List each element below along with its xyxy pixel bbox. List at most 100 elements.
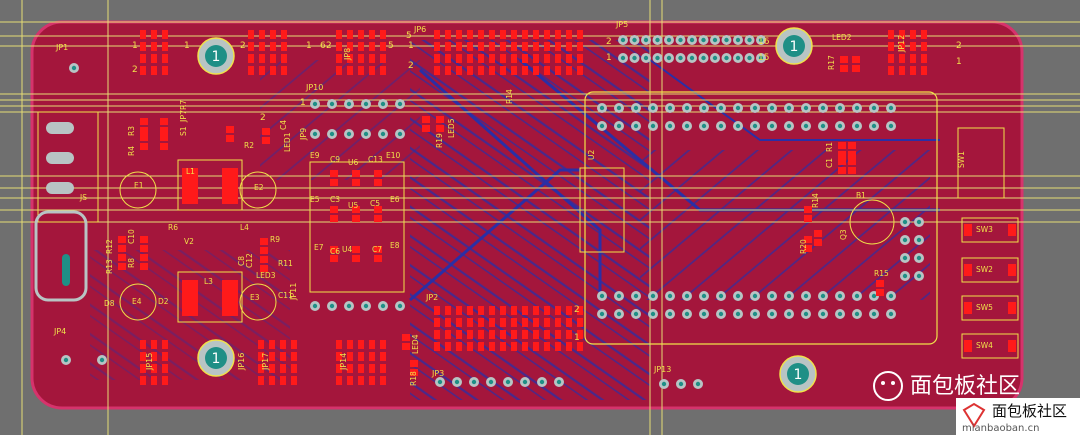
component-label: R4 xyxy=(127,146,136,156)
smd-pad xyxy=(347,30,353,39)
through-hole-drill xyxy=(505,379,511,385)
smd-pad xyxy=(291,340,297,349)
pin-number: 1 xyxy=(956,57,962,67)
component-label: C10 xyxy=(127,229,136,244)
smd-pad xyxy=(374,255,382,262)
smd-pad xyxy=(259,54,265,63)
smd-pad xyxy=(352,246,360,253)
through-hole-drill xyxy=(678,55,683,61)
header-label: JP16 xyxy=(237,353,246,371)
smd-pad xyxy=(140,127,148,134)
through-hole-drill xyxy=(701,55,706,61)
smd-pad xyxy=(140,30,146,39)
smd-pad xyxy=(577,306,583,315)
smd-pad xyxy=(260,247,268,254)
component-label: E10 xyxy=(386,151,401,160)
through-hole-drill xyxy=(329,131,335,137)
smd-pad xyxy=(566,42,572,51)
smd-pad xyxy=(162,30,168,39)
component-label: SW1 xyxy=(957,151,966,168)
component-label: R7 xyxy=(179,100,188,110)
smd-pad xyxy=(876,289,884,296)
smd-pad xyxy=(522,54,528,63)
smd-pad xyxy=(347,376,353,385)
smd-pad xyxy=(555,42,561,51)
smd-pad xyxy=(140,143,148,150)
pin-number: 2 xyxy=(240,41,246,51)
component-label: C4 xyxy=(279,120,288,130)
smd-pad xyxy=(434,66,440,75)
through-hole-drill xyxy=(837,123,843,129)
smd-pad xyxy=(140,254,148,261)
switch-outline xyxy=(961,217,1019,243)
smd-pad xyxy=(840,65,848,72)
component-label: R3 xyxy=(127,126,136,136)
through-hole-drill xyxy=(724,37,729,43)
smd-pad xyxy=(347,340,353,349)
through-hole-drill xyxy=(803,311,809,317)
header-label: JP1 xyxy=(55,43,68,52)
through-hole-drill xyxy=(747,55,752,61)
component-label: L1 xyxy=(186,167,195,176)
smd-pad xyxy=(921,54,927,63)
through-hole-drill xyxy=(712,55,718,61)
smd-pad xyxy=(522,42,528,51)
through-hole-drill xyxy=(363,101,369,107)
smd-pad xyxy=(336,42,342,51)
through-hole-drill xyxy=(701,37,706,43)
through-hole-drill xyxy=(724,55,729,61)
through-hole-drill xyxy=(363,303,369,309)
smd-pad xyxy=(434,42,440,51)
smd-pad xyxy=(369,340,375,349)
pin-number: 6 xyxy=(320,41,326,51)
header-label: JP11 xyxy=(289,283,298,301)
smd-pad xyxy=(522,30,528,39)
smd-pad xyxy=(445,306,451,315)
smd-pad xyxy=(291,364,297,373)
smd-pad xyxy=(899,30,905,39)
smd-pad xyxy=(544,66,550,75)
through-hole-drill xyxy=(871,311,877,317)
smd-pad xyxy=(533,330,539,339)
component-label: U5 xyxy=(348,201,358,210)
through-hole-drill xyxy=(633,123,639,129)
header-pad-rows xyxy=(140,30,927,385)
component-label: R13 xyxy=(105,259,114,274)
smd-pad xyxy=(467,330,473,339)
through-hole-drill xyxy=(684,293,690,299)
through-hole-drill xyxy=(735,311,741,317)
component-label: E2 xyxy=(254,183,264,192)
smd-pad xyxy=(478,54,484,63)
through-hole-drill xyxy=(701,311,707,317)
header-label: JP2 xyxy=(425,293,438,302)
through-hole-drill xyxy=(620,55,626,61)
through-hole-drill xyxy=(599,123,605,129)
smd-pad xyxy=(511,318,517,327)
through-hole-drill xyxy=(871,123,877,129)
through-hole-drill xyxy=(695,381,701,387)
component-label: B1 xyxy=(856,191,866,200)
smd-pad xyxy=(840,56,848,63)
smd-pad xyxy=(555,330,561,339)
smd-pad xyxy=(577,30,583,39)
component-label: U6 xyxy=(348,158,358,167)
pin-number: 5 xyxy=(388,41,394,51)
smd-pad xyxy=(533,30,539,39)
smd-pad xyxy=(804,245,812,252)
through-hole-drill xyxy=(599,311,605,317)
component-label: C12 xyxy=(245,253,254,268)
pin-number: 1 xyxy=(306,41,312,51)
through-hole-drill xyxy=(747,37,752,43)
smd-pad xyxy=(140,134,148,141)
smd-pad xyxy=(248,42,254,51)
through-hole-drill xyxy=(820,105,826,111)
smd-pad xyxy=(436,116,444,123)
smd-pad xyxy=(814,239,822,246)
through-hole-drill xyxy=(632,55,637,61)
mount-hole-drill xyxy=(783,35,805,57)
smd-pad xyxy=(140,340,146,349)
smd-pad xyxy=(511,54,517,63)
smd-components xyxy=(118,56,884,376)
